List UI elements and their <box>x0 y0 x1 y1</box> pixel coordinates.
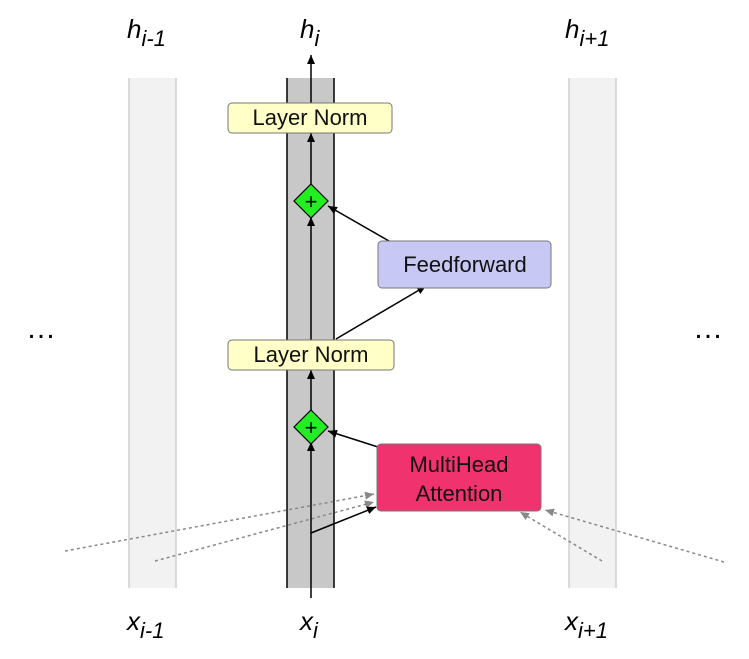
attention-input-dotted <box>154 500 375 562</box>
add-node-bottom: + <box>293 409 329 445</box>
attention-input-dotted <box>519 511 603 562</box>
layer-norm-bottom: Layer Norm <box>227 339 395 371</box>
attention-input-dotted <box>64 491 375 552</box>
layer-norm-top-label: Layer Norm <box>253 105 368 130</box>
layer-norm-bottom-label: Layer Norm <box>254 342 369 367</box>
feedforward-input-arrow <box>335 285 427 340</box>
label-x-prev: xi-1 <box>125 606 164 643</box>
ellipsis-right: … <box>693 312 723 345</box>
feedforward-block: Feedforward <box>377 240 552 289</box>
label-x-next: xi+1 <box>563 606 608 643</box>
multihead-attention-block: MultiHead Attention <box>376 443 542 512</box>
column-next <box>569 78 616 588</box>
layer-norm-top: Layer Norm <box>227 102 393 134</box>
add-node-top: + <box>293 183 329 219</box>
column-prev <box>129 78 176 588</box>
plus-symbol: + <box>305 189 318 214</box>
ellipsis-left: … <box>26 312 56 345</box>
attention-input-arrow <box>310 506 377 534</box>
feedforward-label: Feedforward <box>403 252 527 277</box>
attention-output-arrow <box>327 429 379 448</box>
attention-input-dotted <box>544 508 725 563</box>
label-h-cur: hi <box>300 14 320 51</box>
label-h-next: hi+1 <box>565 14 609 51</box>
label-x-cur: xi <box>298 606 319 643</box>
multihead-label-line2: Attention <box>416 481 503 506</box>
multihead-label-line1: MultiHead <box>409 452 508 477</box>
plus-symbol: + <box>305 415 318 440</box>
label-h-prev: hi-1 <box>127 14 166 51</box>
feedforward-output-arrow <box>327 205 390 242</box>
